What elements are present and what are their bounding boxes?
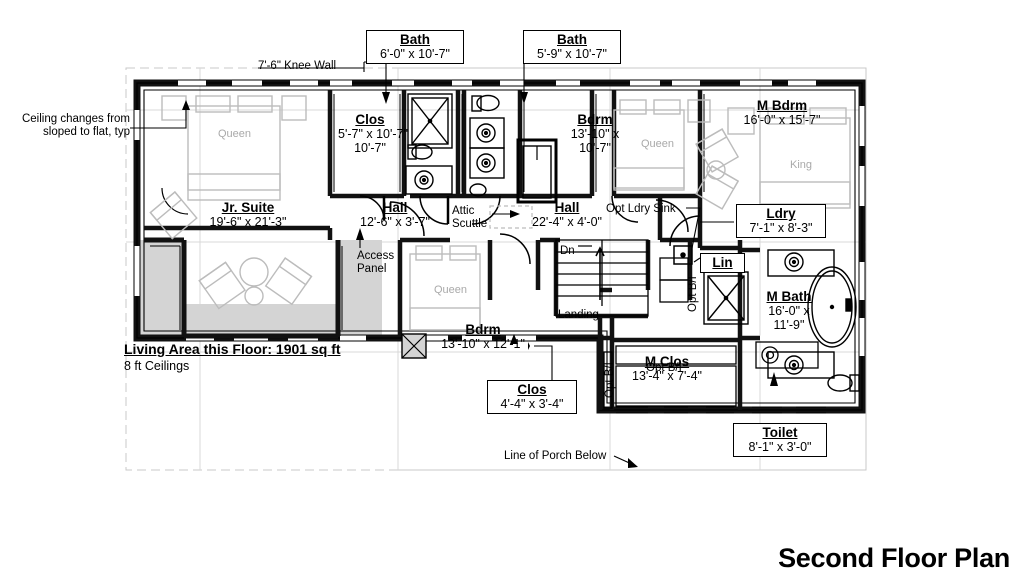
annotation-attic-scuttle: Attic Scuttle [452,205,488,230]
furniture-label-queen-jr: Queen [218,128,252,140]
furniture-label-king-mbdrm: King [790,159,813,171]
room-dimension: 13'-4" x 7'-4" [632,369,702,383]
room-dimension-2: 10'-7" [579,141,611,155]
room-name: Jr. Suite [221,200,275,215]
page-title: Second Floor Plan [778,543,1010,573]
annotation-opt-ldry-sink: Opt Ldry Sink [606,203,676,215]
room-dimension: 5'-9" x 10'-7" [537,47,607,61]
room-name: Clos [517,382,547,397]
room-dimension: 6'-0" x 10'-7" [380,47,450,61]
room-dimension: 13'-10" x [570,127,620,141]
annotation-landing: Landing [558,309,599,321]
annotation-opt-bi-top: Opt B/I [646,362,682,374]
room-dimension: 8'-1" x 3'-0" [748,440,812,454]
annotation-knee-wall: 7'-6" Knee Wall [258,60,337,72]
room-name: Hall [382,200,408,215]
furniture-label-queen-bdrm1: Queen [641,138,675,150]
vertical-label-opt-bi-lin: Opt B/I [687,276,699,312]
room-dimension: 7'-1" x 8'-3" [749,221,813,235]
room-name: Bath [400,32,430,47]
room-name: Clos [355,112,385,127]
living-area-text: Living Area this Floor: 1901 sq ft [124,341,341,357]
room-dimension: 12'-6" x 3'-7" [360,215,430,229]
room-dimension-2: 11'-9" [773,318,805,332]
room-label-lin: Lin [700,253,745,273]
room-name: Bdrm [577,112,613,127]
room-dimension-2: 10'-7" [354,141,386,155]
room-dimension: 19'-6" x 21'-3" [209,215,287,229]
room-name: M Clos [644,354,690,369]
room-dimension: 13'-10" x 12'-1" [441,337,525,351]
room-dimension: 5'-7" x 10'-7" [338,127,408,141]
ceilings-text: 8 ft Ceilings [124,359,190,373]
room-dimension: 16'-0" x [768,304,810,318]
annotation-line-of-porch: Line of Porch Below [504,450,607,462]
room-name: Lin [712,255,733,270]
annotation-ceiling-change: Ceiling changes from sloped to flat, typ [21,113,130,138]
room-name: Hall [554,200,580,215]
room-dimension: 4'-4" x 3'-4" [500,397,564,411]
annotation-access-panel: Access Panel [357,250,395,275]
room-name: Toilet [762,425,798,440]
vertical-label-opt-bi-left: Opt B/I [604,362,616,398]
room-name: Bdrm [465,322,501,337]
room-name: M Bdrm [756,98,808,113]
room-name: Ldry [766,206,796,221]
living-area-note: Living Area this Floor: 1901 sq ft 8 ft … [124,341,341,373]
room-dimension: 16'-0" x 15'-7" [743,113,821,127]
room-name: M Bath [766,289,812,304]
furniture-label-queen-bdrm2: Queen [434,284,468,296]
annotation-dn: Dn [560,245,575,257]
room-name: Bath [557,32,587,47]
room-dimension: 22'-4" x 4'-0" [532,215,602,229]
